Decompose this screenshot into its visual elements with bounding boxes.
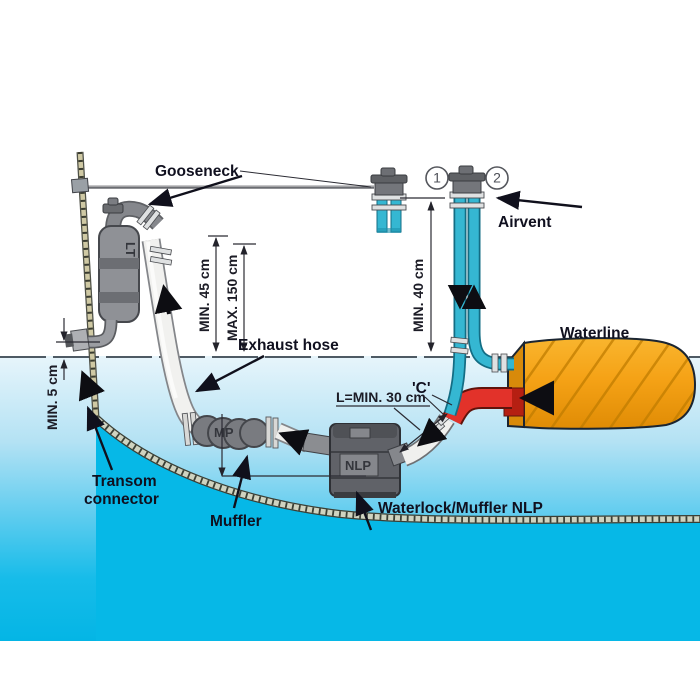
lt-body (98, 225, 140, 323)
number-2: 2 (493, 170, 501, 186)
exhaust-hose-label: Exhaust hose (238, 337, 339, 354)
transom-connector-arrow (86, 405, 114, 471)
gooseneck-pipe (70, 177, 374, 194)
lt-label: LT (123, 242, 138, 257)
airvent-device-2 (448, 165, 486, 209)
cooling-water-hoses (443, 194, 514, 417)
dim-min-40: MIN. 40 cm (410, 259, 426, 332)
water-below-hull (96, 418, 700, 641)
lt-muffler: LT (64, 197, 164, 352)
gooseneck-mount (70, 177, 90, 194)
dim-max-150: MAX. 150 cm (224, 255, 240, 341)
transom-connector-label-line1: Transom (92, 473, 157, 490)
flow-arrow-up-hose (154, 284, 183, 315)
engine (503, 337, 697, 430)
hull-bottom (93, 415, 700, 524)
c-point-label: 'C' (412, 380, 431, 397)
transom-connector-fitting (70, 328, 90, 352)
dim-min-45: MIN. 45 cm (196, 259, 212, 332)
muffler-arrow (232, 454, 251, 509)
nlp-waterlock: NLP (329, 423, 414, 498)
lt-band (99, 258, 139, 269)
dim-min-5: MIN. 5 cm (44, 365, 60, 430)
nlp-label: NLP (345, 458, 371, 473)
muffler-label: Muffler (210, 513, 262, 530)
flow-arrows (78, 284, 554, 456)
c-leader (424, 396, 444, 415)
number-1: 1 (433, 170, 441, 186)
lt-top-knob (107, 197, 119, 206)
mp-label: MP (214, 425, 234, 440)
gooseneck-arrow (147, 174, 243, 207)
l-min-30-text: L=MIN. 30 cm (336, 389, 426, 405)
waterline-label: Waterline (560, 325, 630, 342)
transom-connector-label-line2: connector (84, 491, 159, 508)
circle-number-2: 2 (485, 166, 509, 190)
circle-number-1: 1 (425, 166, 449, 190)
airvent-label: Airvent (498, 214, 551, 231)
flow-arrow-outlet (78, 370, 105, 402)
waterlock-label: Waterlock/Muffler NLP (378, 500, 543, 517)
waterlock-arrow (355, 490, 374, 531)
mp-muffler: MP (181, 411, 279, 450)
flow-arrow-mp (278, 429, 310, 456)
gooseneck-label: Gooseneck (155, 163, 239, 180)
flow-arrow-to-nlp (416, 417, 448, 447)
nlp-inlet-elbow (302, 432, 334, 456)
airvent-arrow (495, 190, 583, 210)
lt-band (99, 292, 139, 303)
exhaust-hose-arrow (194, 354, 265, 393)
engine-water-fitting (491, 353, 499, 373)
airvent-device-1 (370, 167, 408, 233)
